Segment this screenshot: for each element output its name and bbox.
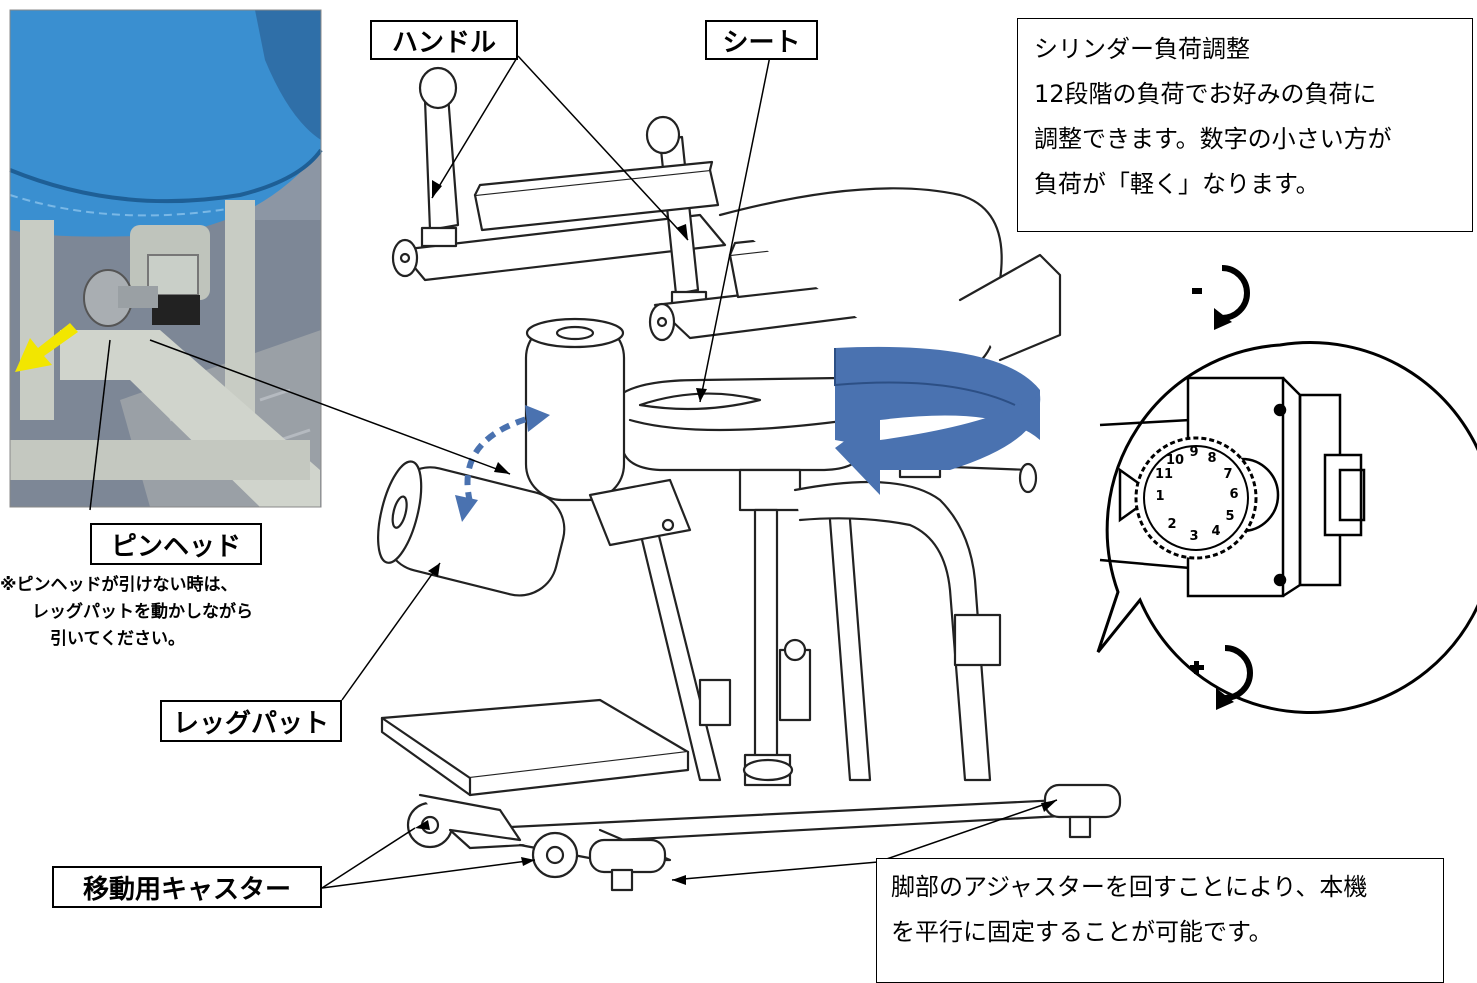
seat-label: シート xyxy=(705,20,818,60)
cylinder-note-line-4: 負荷が「軽く」なります。 xyxy=(1034,170,1320,198)
dial-number-5: 5 xyxy=(1225,509,1234,524)
leg-swing-arrow xyxy=(455,405,550,522)
pin-note-line-3: 引いてください。 xyxy=(50,629,185,649)
dial-number-10: 10 xyxy=(1166,453,1184,468)
dial-number-9: 9 xyxy=(1189,445,1198,460)
adjuster-note-line-1: 脚部のアジャスターを回すことにより、本機 xyxy=(891,873,1368,901)
dial-numbers: 1 2 3 4 5 6 7 8 9 10 11 12 xyxy=(1155,445,1239,544)
dial-callout xyxy=(1096,265,1477,714)
pin-head-note: ※ピンヘッドが引けない時は、 レッグパットを動かしながら 引いてください。 xyxy=(0,572,253,653)
dial-number-2: 2 xyxy=(1167,517,1176,532)
leg-pad-label: レッグパット xyxy=(160,700,342,742)
leader-arrowheads xyxy=(415,180,1057,885)
dial-number-11: 11 xyxy=(1155,467,1173,482)
leader-lines xyxy=(89,55,1058,889)
casters-label: 移動用キャスター xyxy=(52,866,322,908)
adjuster-note: 脚部のアジャスターを回すことにより、本機 を平行に固定することが可能です。 xyxy=(876,858,1444,983)
pin-note-line-1: ※ピンヘッドが引けない時は、 xyxy=(0,575,238,595)
adjuster-note-line-2: を平行に固定することが可能です。 xyxy=(891,918,1273,946)
dial-number-7: 7 xyxy=(1223,467,1232,482)
dial-number-6: 6 xyxy=(1229,487,1238,502)
cylinder-note-line-2: 12段階の負荷でお好みの負荷に xyxy=(1034,80,1377,108)
dial-number-1: 1 xyxy=(1155,489,1164,504)
pin-note-line-2: レッグパットを動かしながら xyxy=(32,602,253,622)
cylinder-note-line-1: シリンダー負荷調整 xyxy=(1034,35,1250,63)
cylinder-note-line-3: 調整できます。数字の小さい方が xyxy=(1034,125,1392,153)
handle-label: ハンドル xyxy=(370,20,518,60)
pin-head-photo xyxy=(9,10,323,507)
dial-number-4: 4 xyxy=(1211,524,1220,539)
pin-head-label: ピンヘッド xyxy=(90,523,262,565)
rotation-arrow xyxy=(834,346,1041,495)
cylinder-adjust-note: シリンダー負荷調整 12段階の負荷でお好みの負荷に 調整できます。数字の小さい方… xyxy=(1017,18,1473,232)
dial-number-3: 3 xyxy=(1189,529,1198,544)
dial-number-8: 8 xyxy=(1207,451,1216,466)
machine-frame xyxy=(377,66,1122,892)
